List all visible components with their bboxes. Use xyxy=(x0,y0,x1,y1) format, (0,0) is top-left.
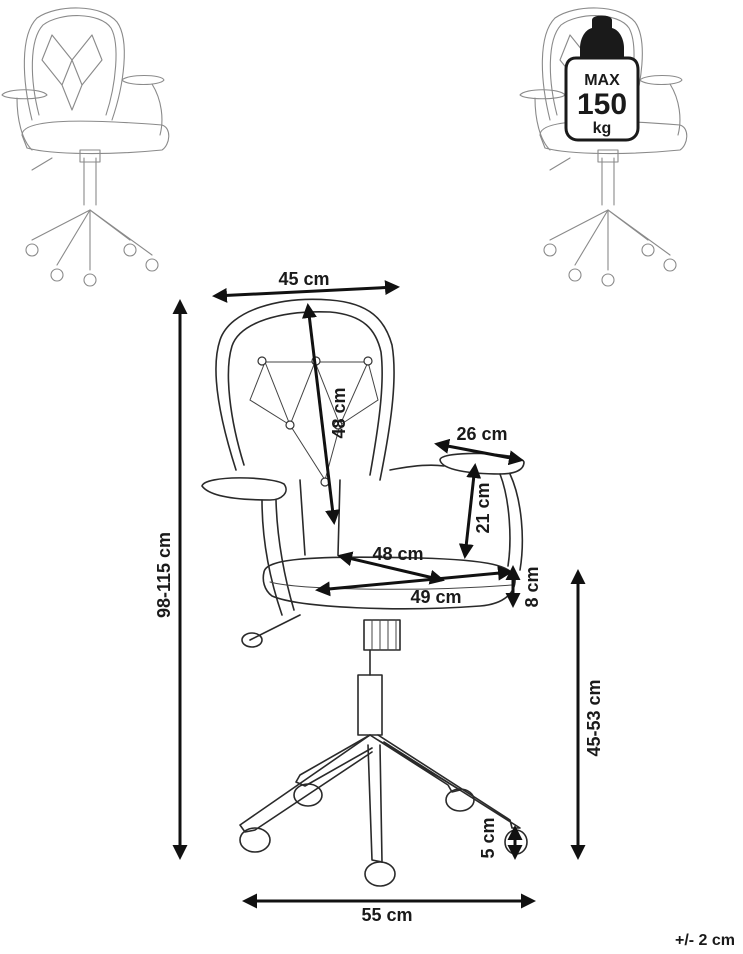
label-armrest-height: 21 cm xyxy=(473,482,493,533)
capacity-max-label: MAX xyxy=(584,72,620,89)
main-chair-drawing xyxy=(201,298,528,887)
label-armrest-length: 26 cm xyxy=(456,424,507,444)
back-width-arrow xyxy=(212,280,400,303)
label-seat-thickness: 8 cm xyxy=(522,566,542,607)
armrest-height-arrow xyxy=(458,463,482,559)
reference-chair-left xyxy=(1,7,170,287)
weight-capacity-badge: MAX 150 kg xyxy=(564,15,640,142)
dimension-labels: 45 cm 48 cm 26 cm 21 cm 48 cm 49 cm 8 cm… xyxy=(154,269,604,925)
capacity-value: 150 xyxy=(577,88,627,121)
label-back-width: 45 cm xyxy=(278,269,329,289)
label-caster-height: 5 cm xyxy=(478,817,498,858)
label-seat-height: 45-53 cm xyxy=(584,679,604,756)
armrest-length-arrow xyxy=(434,438,524,466)
capacity-unit: kg xyxy=(593,120,612,137)
tolerance-note: +/- 2 cm xyxy=(674,932,735,949)
dimension-lines xyxy=(172,280,586,909)
label-back-height: 48 cm xyxy=(329,387,349,438)
seat-width-arrow xyxy=(315,565,513,597)
back-height-arrow xyxy=(301,303,341,525)
label-total-height: 98-115 cm xyxy=(154,532,174,618)
label-seat-depth: 48 cm xyxy=(372,544,423,564)
label-seat-width: 49 cm xyxy=(410,587,461,607)
label-base-width: 55 cm xyxy=(361,905,412,925)
